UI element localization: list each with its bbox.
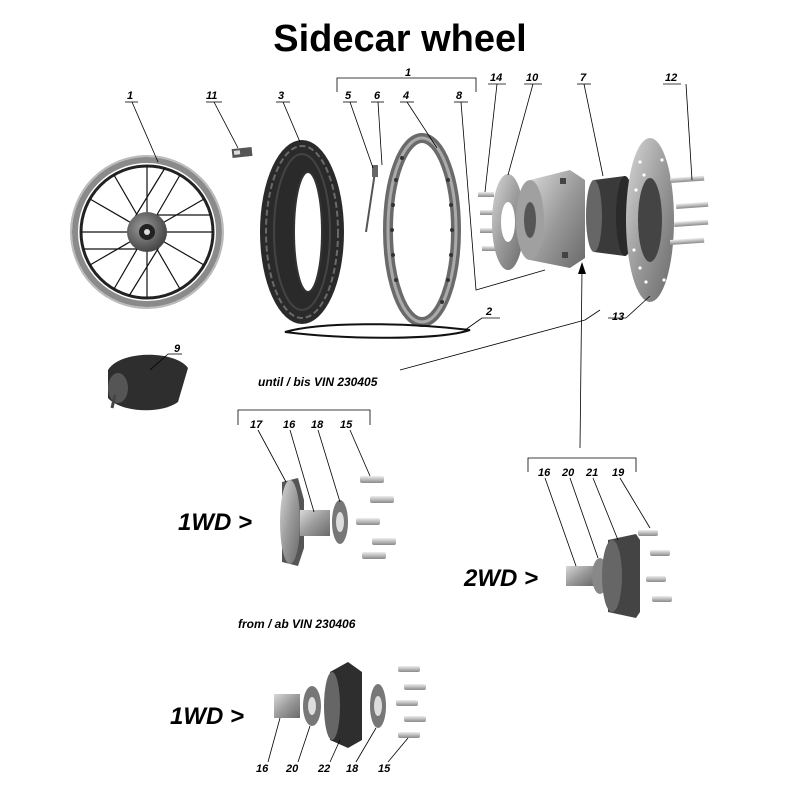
brake-drum <box>586 176 634 256</box>
label-part-7: 7 <box>580 72 587 84</box>
label-variant-from-18: 18 <box>346 763 359 775</box>
label-part-12: 12 <box>665 72 677 84</box>
variant-from-parts <box>274 662 426 748</box>
label-part-3: 3 <box>278 90 284 102</box>
rim-tape <box>284 323 471 339</box>
label-variant-from-22: 22 <box>317 763 330 775</box>
label-part-13: 13 <box>612 311 624 323</box>
label-variant-from-15: 15 <box>378 763 391 775</box>
spoke <box>365 165 378 233</box>
leader-lines <box>125 77 693 763</box>
label-part-5: 5 <box>345 90 352 102</box>
label-variant-until-15: 15 <box>340 419 353 431</box>
annotations: until / bis VIN 230405 from / ab VIN 230… <box>170 375 538 730</box>
label-2wd: 2WD > <box>463 565 538 592</box>
label-variant-from-20: 20 <box>285 763 299 775</box>
label-part-1-group: 1 <box>405 67 411 79</box>
label-part-6: 6 <box>374 90 381 102</box>
label-1wd-bottom: 1WD > <box>170 703 244 730</box>
label-variant-2wd-20: 20 <box>561 467 575 479</box>
label-variant-until-18: 18 <box>311 419 324 431</box>
disc-bolts <box>670 175 709 245</box>
rim <box>383 133 461 327</box>
label-1wd-top: 1WD > <box>178 509 252 536</box>
label-part-2: 2 <box>485 306 492 318</box>
label-variant-2wd-19: 19 <box>612 467 625 479</box>
brake-disc <box>626 138 674 302</box>
label-part-1-wheel: 1 <box>127 90 133 102</box>
label-variant-until-16: 16 <box>283 419 296 431</box>
variant-2wd-parts <box>566 530 672 618</box>
hub-bolts-left <box>478 192 498 251</box>
complete-wheel <box>70 155 224 309</box>
label-part-8: 8 <box>456 90 463 102</box>
note-until-vin: until / bis VIN 230405 <box>258 375 378 389</box>
brake-plate <box>492 174 524 270</box>
label-variant-2wd-16: 16 <box>538 467 551 479</box>
hub <box>516 170 585 268</box>
label-variant-2wd-21: 21 <box>585 467 598 479</box>
label-part-9: 9 <box>174 343 181 355</box>
variant-until-parts <box>280 476 396 566</box>
part-numbers: 1 11 3 1 5 6 4 8 14 10 7 12 2 13 9 17 16… <box>127 67 677 775</box>
inner-tube <box>108 354 188 411</box>
diagram-title: Sidecar wheel <box>273 18 527 60</box>
label-part-4: 4 <box>402 90 409 102</box>
label-sticker <box>231 146 253 159</box>
label-variant-until-17: 17 <box>250 419 263 431</box>
label-part-10: 10 <box>526 72 539 84</box>
label-variant-from-16: 16 <box>256 763 269 775</box>
label-part-14: 14 <box>490 72 502 84</box>
tyre <box>260 140 344 324</box>
label-part-11: 11 <box>206 90 217 102</box>
note-from-vin: from / ab VIN 230406 <box>238 617 356 631</box>
